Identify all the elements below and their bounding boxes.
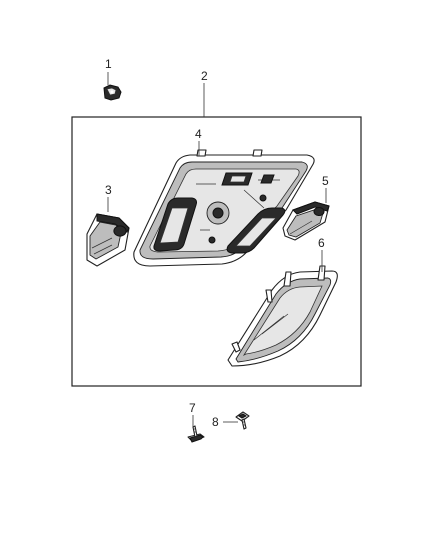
part-5-right-lamp [282, 201, 330, 241]
callout-8: 8 [212, 415, 219, 429]
assembly-frame [71, 116, 362, 387]
leader-lines [107, 72, 327, 427]
callout-2: 2 [201, 69, 208, 83]
part-7-fastener [187, 425, 205, 443]
callout-3: 3 [105, 183, 112, 197]
part-3-left-lamp [86, 213, 130, 267]
part-1-clip [103, 84, 122, 101]
callout-1: 1 [105, 57, 112, 71]
part-8-screw [235, 411, 250, 430]
callout-5: 5 [322, 174, 329, 188]
part-4-console-housing [133, 149, 315, 267]
callout-7: 7 [189, 401, 196, 415]
callout-4: 4 [195, 127, 202, 141]
part-6-trim-bezel [227, 265, 338, 367]
callout-6: 6 [318, 236, 325, 250]
